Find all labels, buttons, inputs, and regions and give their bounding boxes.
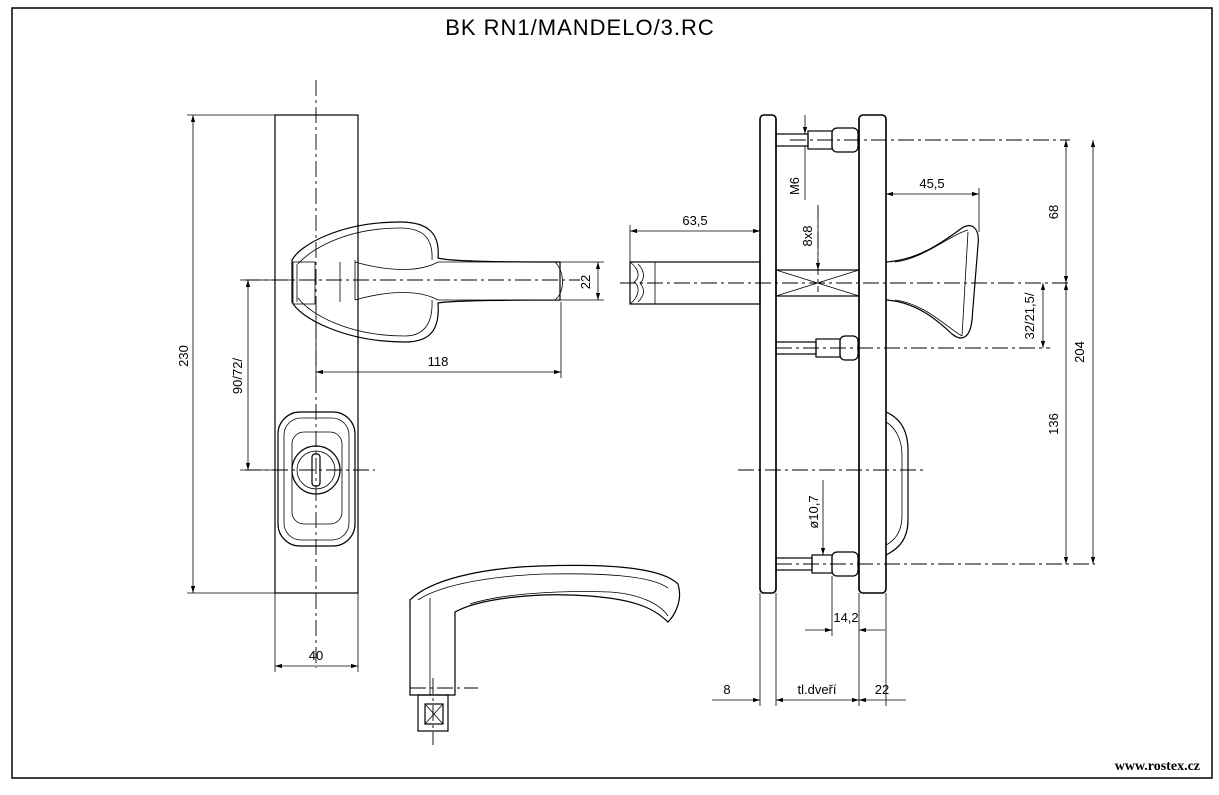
svg-text:32/21,5/: 32/21,5/ [1022,292,1037,339]
svg-text:M6: M6 [787,177,802,195]
svg-text:230: 230 [176,345,191,367]
svg-text:68: 68 [1046,205,1061,219]
svg-text:204: 204 [1072,341,1087,363]
lever-front-shape [291,221,563,343]
back-plate [274,114,359,594]
dim-bottom-chain: 8 tl.dveří 22 [712,593,906,706]
outer-lever-section [885,225,979,339]
dim-14-2: 14,2 [805,576,885,636]
svg-text:ø10,7: ø10,7 [806,495,821,528]
dim-230: 230 [176,114,275,594]
svg-text:tl.dveří: tl.dveří [797,682,836,697]
svg-text:40: 40 [309,648,323,663]
cylinder-rosette [277,411,356,547]
inner-plate [759,114,777,594]
middle-screw [775,335,1050,361]
dim-45-5: 45,5 [886,176,980,232]
front-view: 230 90/72/ 40 118 22 [176,80,604,672]
lever-side-view [409,564,681,745]
svg-text:8x8: 8x8 [800,226,815,247]
outer-rosette [885,411,909,556]
website-footer: www.rostex.cz [1115,759,1200,774]
svg-text:118: 118 [428,354,449,369]
svg-text:22: 22 [875,682,889,697]
dim-204: 204 [1072,140,1096,564]
dim-22-lever: 22 [560,261,604,301]
svg-text:45,5: 45,5 [919,176,944,191]
drawing-title: BK RN1/MANDELO/3.RC [445,15,715,40]
dim-118: 118 [315,302,562,378]
bottom-screw [775,551,1095,577]
dim-diameter-10-7: ø10,7 [806,480,826,555]
dim-m6: M6 [787,115,808,200]
drawing-frame [11,7,1213,779]
svg-text:14,2: 14,2 [833,610,858,625]
svg-text:136: 136 [1046,413,1061,435]
svg-text:63,5: 63,5 [682,213,707,228]
outer-plate [858,114,887,594]
top-screw [775,127,1070,153]
dim-68: 68 [1046,140,1069,283]
dim-90-72: 90/72/ [230,279,293,471]
dim-136: 136 [1046,283,1069,564]
svg-text:22: 22 [578,275,593,289]
svg-text:90/72/: 90/72/ [230,358,245,395]
svg-text:8: 8 [723,682,730,697]
dim-8x8: 8x8 [800,220,821,270]
dim-63-5: 63,5 [629,213,761,262]
dim-40: 40 [274,593,359,672]
side-section-view: 63,5 8x8 M6 45,5 68 136 [620,114,1096,706]
dim-32-21-5: 32/21,5/ [1022,283,1046,348]
